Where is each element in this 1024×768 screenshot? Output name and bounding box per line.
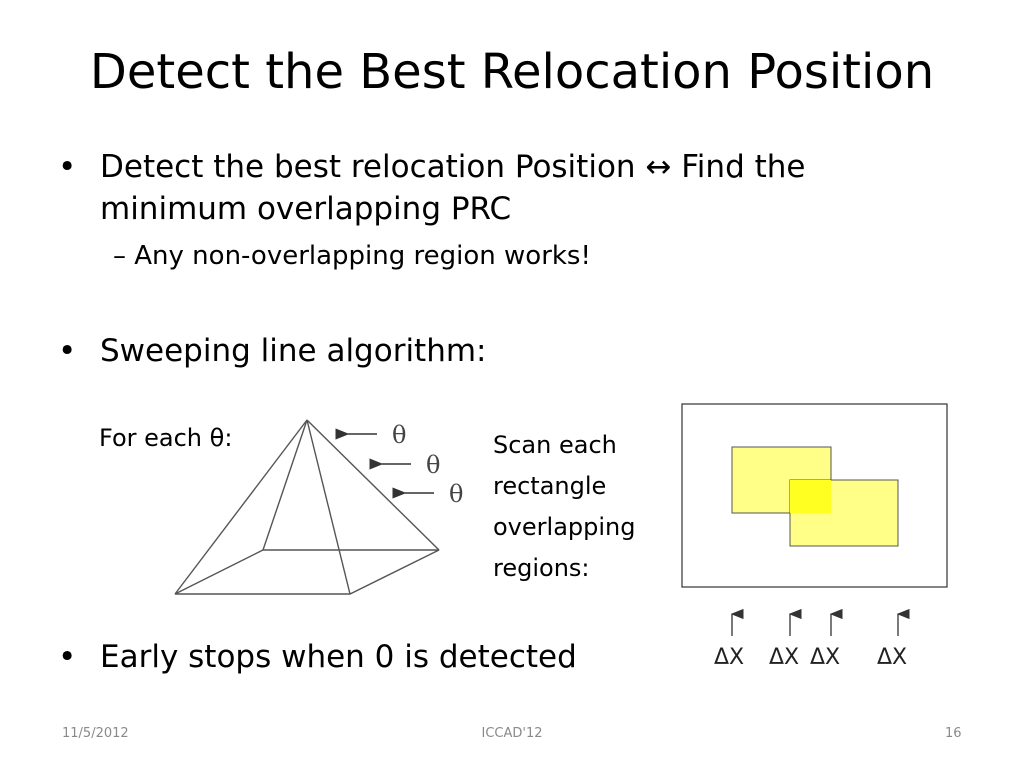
bullet-dot: •	[58, 149, 77, 185]
scan-label-line-4: regions:	[493, 554, 590, 582]
bullet-2-text: Sweeping line algorithm:	[100, 333, 487, 369]
pyramid-edge	[306, 419, 440, 551]
theta-symbol: θ	[449, 480, 463, 508]
scan-label-line-1: Scan each	[493, 431, 617, 459]
bullet-1-text: Detect the best relocation Position ↔ Fi…	[100, 149, 806, 185]
bullet-dot: •	[58, 333, 77, 369]
pyramid-edge	[174, 419, 308, 595]
bullet-1-continuation: minimum overlapping PRC	[100, 191, 512, 227]
footer-date: 11/5/2012	[62, 726, 129, 741]
theta-symbol: θ	[392, 421, 406, 449]
footer-center: ICCAD'12	[481, 726, 543, 741]
delta-x-label: ΔX	[810, 645, 840, 670]
pyramid-edge	[306, 419, 351, 595]
footer-page-number: 16	[945, 726, 962, 741]
scan-arrows	[730, 608, 910, 636]
bullet-dot: •	[58, 639, 77, 675]
pyramid-figure	[174, 419, 440, 595]
bullet-3-text: Early stops when 0 is detected	[100, 639, 577, 675]
pyramid-base	[174, 549, 440, 595]
pyramid-edge	[262, 419, 308, 551]
sweep-arrows	[335, 428, 434, 499]
slide-title: Detect the Best Relocation Position	[89, 44, 935, 100]
scan-label-line-3: overlapping	[493, 513, 636, 541]
delta-x-label: ΔX	[769, 645, 799, 670]
theta-symbol: θ	[426, 451, 440, 479]
sub-bullet: – Any non-overlapping region works!	[113, 241, 591, 271]
overlap-region	[790, 480, 831, 513]
delta-x-label: ΔX	[714, 645, 744, 670]
scan-label-line-2: rectangle	[493, 472, 607, 500]
delta-x-label: ΔX	[877, 645, 907, 670]
for-each-label: For each θ:	[99, 424, 233, 452]
